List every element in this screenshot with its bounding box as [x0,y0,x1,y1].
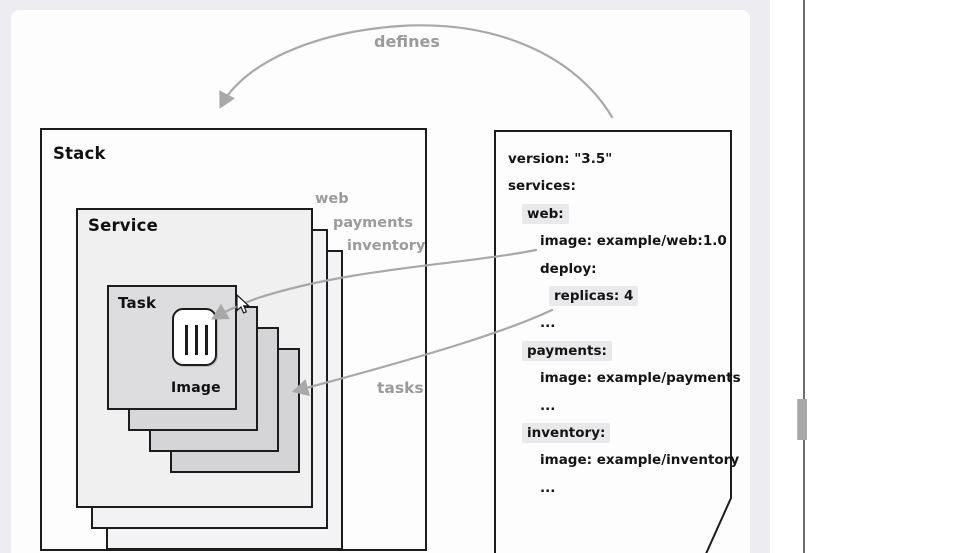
yaml-inventory-image: image: example/inventory [540,452,740,469]
compose-line: version: "3.5" [495,146,735,173]
container-image-icon [172,308,217,366]
service-name-payments: payments [333,215,413,231]
image-label: Image [171,380,221,396]
tasks-arrow-label: tasks [377,379,424,397]
image-icon-bar [205,325,208,355]
service-name-web: web [315,191,349,207]
yaml-version: version: "3.5" [508,151,613,167]
yaml-payments-image: image: example/payments [540,370,741,387]
yaml-web-key: web: [522,203,569,224]
window-divider-line [803,0,805,553]
compose-line: image: example/inventory [495,447,739,474]
compose-line: ... [495,475,735,502]
yaml-replicas: replicas: 4 [549,286,639,307]
yaml-web-image: image: example/web:1.0 [540,233,727,250]
image-icon-bar [185,325,188,355]
compose-line: ... [495,310,735,337]
compose-line: payments: [495,338,735,365]
yaml-inventory-key: inventory: [522,423,611,444]
defines-arrow-label: defines [374,32,440,51]
yaml-services: services: [508,178,576,195]
compose-line: replicas: 4 [495,283,735,310]
service-name-inventory: inventory [347,238,426,254]
task-label: Task [118,294,157,312]
compose-line: services: [495,173,735,200]
yaml-deploy: deploy: [540,260,597,277]
yaml-ellipsis: ... [540,397,556,414]
image-icon-bar [195,325,198,355]
compose-line: ... [495,393,735,420]
scrollbar-thumb[interactable] [797,399,807,440]
yaml-ellipsis: ... [540,479,556,496]
stack-label: Stack [53,144,106,163]
compose-line: deploy: [495,256,735,283]
compose-line: image: example/web:1.0 [495,228,735,255]
yaml-payments-key: payments: [522,340,612,361]
compose-file-text: version: "3.5" services: web: image: exa… [495,131,741,502]
service-label: Service [88,216,158,235]
compose-line: inventory: [495,420,735,447]
compose-line: image: example/payments [495,365,741,392]
compose-line: web: [495,201,735,228]
yaml-ellipsis: ... [540,315,556,332]
